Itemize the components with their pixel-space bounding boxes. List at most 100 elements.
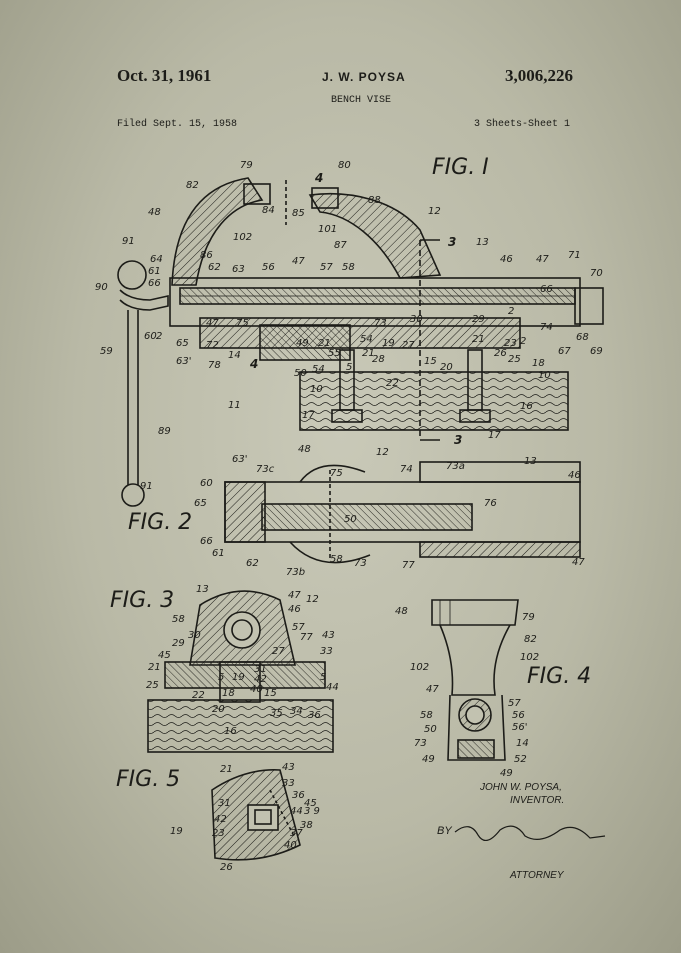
svg-text:5: 5	[218, 672, 224, 683]
svg-text:73: 73	[414, 738, 427, 749]
svg-text:4: 4	[314, 171, 323, 185]
sheet-count: 3 Sheets-Sheet 1	[474, 119, 571, 130]
fig-4-label: FIG. 4	[527, 664, 592, 689]
fig-2-label: FIG. 2	[128, 510, 193, 535]
svg-text:16: 16	[520, 401, 533, 412]
svg-text:77: 77	[402, 560, 415, 571]
svg-text:23: 23	[212, 828, 225, 839]
svg-text:49: 49	[500, 768, 513, 779]
svg-text:89: 89	[158, 426, 171, 437]
svg-text:36: 36	[308, 710, 321, 721]
svg-text:35: 35	[270, 708, 283, 719]
svg-text:2: 2	[156, 331, 162, 342]
svg-text:54: 54	[360, 334, 373, 345]
svg-text:46: 46	[568, 470, 581, 481]
svg-text:5: 5	[346, 362, 352, 373]
svg-text:17: 17	[488, 430, 501, 441]
svg-text:50: 50	[344, 514, 357, 525]
svg-text:40: 40	[284, 840, 297, 851]
svg-text:52: 52	[514, 754, 527, 765]
svg-text:21: 21	[472, 334, 485, 345]
svg-text:56': 56'	[512, 722, 527, 733]
svg-text:30: 30	[410, 314, 423, 325]
svg-text:63': 63'	[232, 454, 247, 465]
svg-text:77: 77	[300, 632, 313, 643]
svg-text:15: 15	[264, 688, 277, 699]
patent-title: BENCH VISE	[331, 95, 392, 106]
svg-text:21: 21	[220, 764, 233, 775]
svg-text:22: 22	[386, 378, 399, 389]
figure-2-drawing	[224, 461, 581, 564]
section-markers: 4 3 3 4	[249, 171, 462, 447]
svg-text:27: 27	[402, 340, 415, 351]
svg-text:61: 61	[148, 266, 161, 277]
svg-text:12: 12	[428, 206, 441, 217]
svg-text:82: 82	[186, 180, 199, 191]
svg-text:57: 57	[292, 622, 305, 633]
inventor-header: J. W. POYSA	[322, 70, 406, 84]
svg-text:48: 48	[298, 444, 311, 455]
svg-text:66: 66	[200, 536, 213, 547]
svg-text:68: 68	[576, 332, 589, 343]
inventor-name: JOHN W. POYSA,	[480, 782, 562, 793]
svg-text:20: 20	[440, 362, 453, 373]
svg-text:47: 47	[572, 557, 585, 568]
svg-text:20: 20	[212, 704, 225, 715]
svg-text:74: 74	[400, 464, 413, 475]
svg-text:63': 63'	[176, 356, 191, 367]
svg-text:75: 75	[330, 468, 343, 479]
svg-text:13: 13	[196, 584, 209, 595]
svg-text:73: 73	[374, 318, 387, 329]
svg-text:17: 17	[302, 410, 315, 421]
svg-text:47: 47	[206, 318, 219, 329]
filed-date: Filed Sept. 15, 1958	[117, 119, 238, 130]
inventor-role: INVENTOR.	[510, 795, 565, 806]
svg-text:44: 44	[326, 682, 339, 693]
svg-text:21: 21	[318, 338, 331, 349]
svg-text:47: 47	[426, 684, 439, 695]
svg-text:14: 14	[228, 350, 241, 361]
svg-text:29: 29	[472, 314, 485, 325]
svg-text:18: 18	[222, 688, 235, 699]
svg-text:57: 57	[320, 262, 333, 273]
svg-text:71: 71	[568, 250, 581, 261]
svg-text:44: 44	[290, 806, 303, 817]
patent-date: Oct. 31, 1961	[117, 66, 212, 85]
svg-text:73a: 73a	[446, 461, 465, 472]
svg-text:54: 54	[312, 364, 325, 375]
svg-text:62: 62	[208, 262, 221, 273]
svg-text:78: 78	[208, 360, 221, 371]
svg-text:11: 11	[228, 400, 241, 411]
svg-text:91: 91	[140, 481, 153, 492]
svg-text:73b: 73b	[286, 567, 305, 578]
svg-text:66: 66	[148, 278, 161, 289]
svg-text:33: 33	[320, 646, 333, 657]
svg-text:86: 86	[200, 250, 213, 261]
svg-text:12: 12	[306, 594, 319, 605]
svg-text:31: 31	[254, 664, 267, 675]
fig-5-label: FIG. 5	[116, 767, 181, 792]
svg-text:3: 3	[448, 235, 456, 249]
svg-text:2: 2	[520, 336, 526, 347]
svg-text:49: 49	[296, 338, 309, 349]
svg-text:66: 66	[540, 284, 553, 295]
svg-text:101: 101	[318, 224, 337, 235]
svg-text:27: 27	[272, 646, 285, 657]
svg-text:59: 59	[100, 346, 113, 357]
svg-text:23: 23	[504, 338, 517, 349]
svg-text:79: 79	[240, 160, 253, 171]
svg-text:58: 58	[172, 614, 185, 625]
svg-text:73c: 73c	[256, 464, 275, 475]
svg-text:58: 58	[342, 262, 355, 273]
patent-number: 3,006,226	[505, 66, 573, 85]
svg-text:58: 58	[420, 710, 433, 721]
svg-text:5: 5	[320, 672, 326, 683]
svg-text:67: 67	[558, 346, 571, 357]
svg-text:88: 88	[368, 195, 381, 206]
svg-text:49: 49	[422, 754, 435, 765]
svg-text:56: 56	[262, 262, 275, 273]
svg-text:102: 102	[233, 232, 252, 243]
svg-text:46: 46	[500, 254, 513, 265]
svg-text:31: 31	[218, 798, 231, 809]
